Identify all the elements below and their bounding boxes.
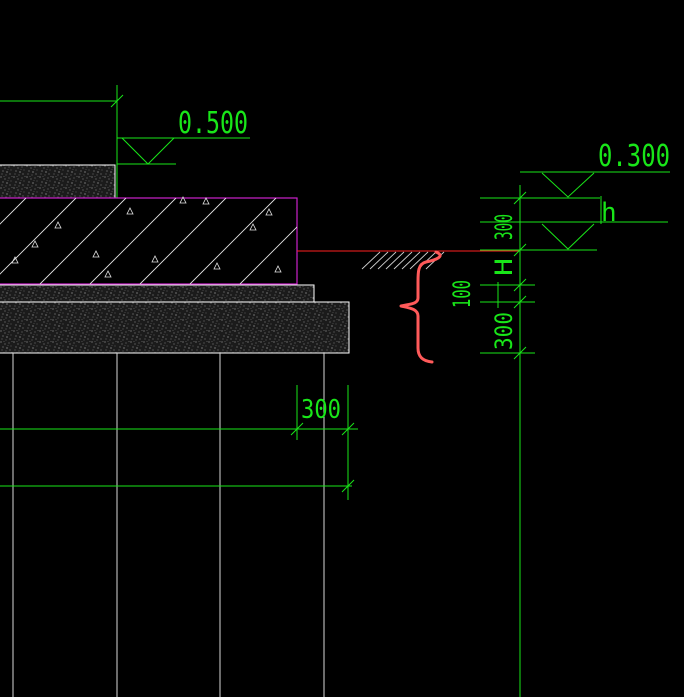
dimension-label-300-upper: 300 [490,214,518,240]
step-height-symbol-h: h [601,198,617,228]
dimension-label-h: H [490,258,518,276]
elevation-marker-0500 [117,137,250,165]
dimension-label-300-horizontal: 300 [301,395,341,425]
markup-brace [399,250,442,364]
elevation-label-0500: 0.500 [178,106,248,141]
reinforced-concrete-layer [0,197,298,285]
elevation-marker-0300 [520,171,670,198]
base-layer [0,301,350,354]
right-extension-lines [480,197,668,354]
elevation-label-0300: 0.300 [598,139,670,174]
dimension-label-100: 100 [448,280,476,308]
cushion-layer [0,284,315,303]
right-dim-ticks [513,191,527,360]
pile-lines [12,353,325,697]
tick-top-slab [110,94,124,108]
concrete-hatch [0,198,297,284]
top-slab [0,164,116,199]
aggregate-triangles [11,196,282,278]
elevation-marker-h [541,223,595,250]
dimension-300-horizontal [0,385,358,500]
dimension-label-300-lower: 300 [490,312,518,350]
